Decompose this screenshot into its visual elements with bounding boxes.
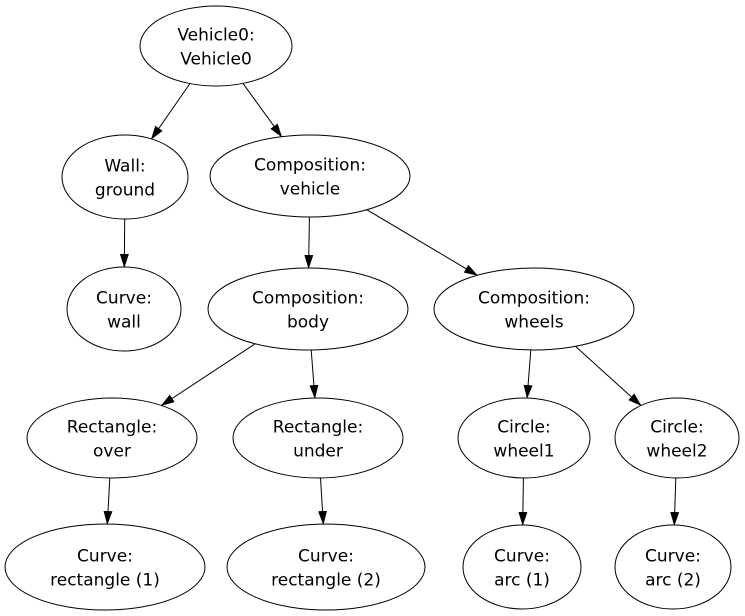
node-label: Rectangle:under: [273, 418, 363, 462]
graph-node-rect-under: Rectangle:under: [232, 397, 404, 479]
edge-vehicle0-to-comp-vehicle: [242, 83, 283, 138]
edge-comp-wheels-to-circle-wheel1: [523, 349, 533, 399]
edge-circle-wheel1-to-curve-arc1: [518, 477, 528, 526]
node-label: Curve:rectangle (2): [271, 547, 381, 591]
graph-node-rect-over: Rectangle:over: [26, 397, 198, 479]
node-ellipse: [26, 397, 198, 479]
edge-comp-body-to-rect-over: [160, 343, 256, 407]
node-label: Curve:wall: [96, 289, 152, 333]
node-ellipse: [433, 267, 635, 351]
graph-node-wall-ground: Wall:ground: [61, 134, 189, 220]
edge-rect-under-to-curve-rect2: [318, 477, 328, 525]
graph-node-comp-wheels: Composition:wheels: [433, 267, 635, 351]
node-label: Composition:body: [252, 289, 364, 333]
node-ellipse: [232, 397, 404, 479]
node-ellipse: [226, 523, 426, 611]
node-label: Curve:rectangle (1): [50, 547, 160, 591]
edge-circle-wheel2-to-curve-arc2: [670, 477, 680, 526]
node-ellipse: [614, 524, 732, 610]
node-ellipse: [61, 134, 189, 220]
edge-comp-body-to-rect-under: [309, 349, 319, 399]
graph-node-vehicle0: Vehicle0:Vehicle0: [139, 5, 293, 87]
node-ellipse: [462, 524, 582, 610]
edge-vehicle0-to-wall-ground: [150, 83, 191, 140]
graph-node-curve-wall: Curve:wall: [66, 266, 182, 352]
node-label: Composition:wheels: [478, 289, 590, 333]
graph-node-circle-wheel1: Circle:wheel1: [457, 397, 591, 479]
node-label: Composition:vehicle: [254, 156, 366, 200]
graph-node-curve-rect1: Curve:rectangle (1): [4, 523, 206, 611]
node-ellipse: [457, 397, 591, 479]
node-ellipse: [207, 267, 409, 351]
edge-comp-wheels-to-circle-wheel2: [575, 345, 642, 407]
graph-node-comp-vehicle: Composition:vehicle: [209, 134, 411, 218]
node-label: Curve:arc (1): [494, 547, 550, 591]
graph-node-curve-arc1: Curve:arc (1): [462, 524, 582, 610]
edge-comp-vehicle-to-comp-wheels: [366, 209, 479, 276]
edge-comp-vehicle-to-comp-body: [304, 216, 314, 269]
node-ellipse: [614, 397, 740, 479]
edges-layer: [103, 83, 680, 526]
node-label: Circle:wheel2: [646, 418, 707, 462]
node-label: Rectangle:over: [67, 418, 157, 462]
node-ellipse: [4, 523, 206, 611]
graph-node-curve-rect2: Curve:rectangle (2): [226, 523, 426, 611]
nodes-layer: Vehicle0:Vehicle0Wall:groundComposition:…: [4, 5, 740, 611]
node-ellipse: [209, 134, 411, 218]
node-label: Vehicle0:Vehicle0: [177, 26, 254, 70]
node-label: Circle:wheel1: [493, 418, 554, 462]
graph-node-curve-arc2: Curve:arc (2): [614, 524, 732, 610]
node-label: Curve:arc (2): [645, 547, 701, 591]
edge-rect-over-to-curve-rect1: [103, 477, 113, 525]
graph-node-circle-wheel2: Circle:wheel2: [614, 397, 740, 479]
graph-node-comp-body: Composition:body: [207, 267, 409, 351]
node-ellipse: [66, 266, 182, 352]
node-label: Wall:ground: [95, 157, 155, 201]
node-ellipse: [139, 5, 293, 87]
